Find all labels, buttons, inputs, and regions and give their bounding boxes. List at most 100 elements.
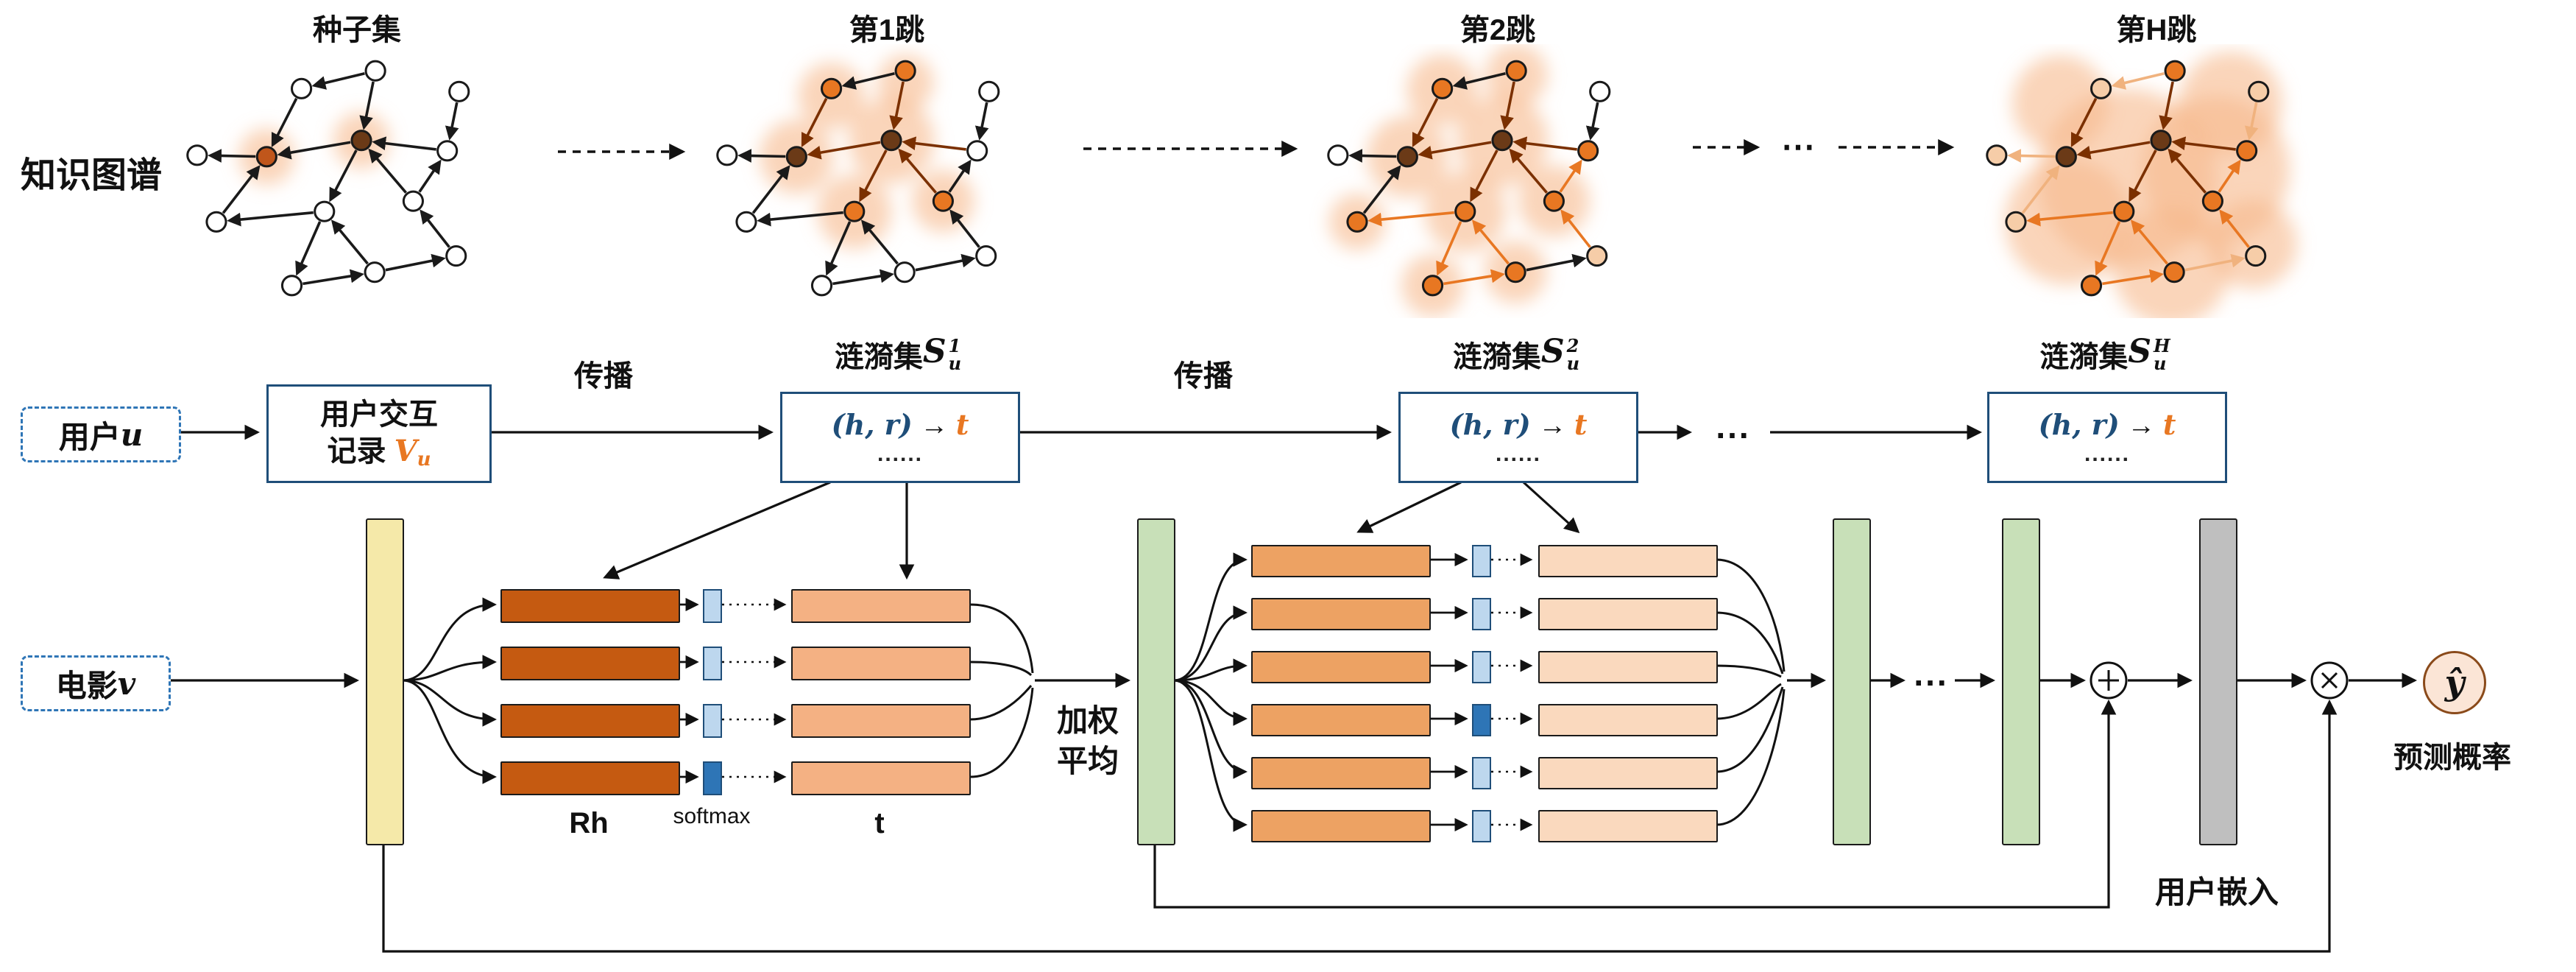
hop1-t-vector [791, 761, 971, 795]
hop1-softmax-arrows [680, 597, 699, 784]
weighted-average-line1: 加权 [1056, 703, 1119, 738]
prediction-label: 预测概率 [2393, 742, 2511, 774]
kg-ellipsis: ⋯ [1781, 127, 1815, 166]
ripple2-sup: 2 [1566, 335, 1579, 356]
hop2-softmax-bar [1472, 651, 1491, 683]
hop1-t-vector [791, 704, 971, 738]
ripple3-prefix: 涟漪集 [2039, 341, 2129, 373]
triple3-arrow: → [2119, 410, 2163, 442]
hop1-output-bar [1137, 518, 1175, 845]
ripple1-var: S [922, 333, 946, 370]
hop2-softmax-bar [1472, 704, 1491, 736]
hop1-softmax-bar [703, 589, 722, 623]
hop2-output-bar [1833, 518, 1871, 845]
triple3-hr: (h, r) [2038, 408, 2120, 442]
triple1-hr: (h, r) [831, 408, 913, 442]
times-operator [2310, 661, 2349, 700]
item-embedding-fanout [402, 597, 497, 784]
ripple-set-box-2: (h, r) → t ...... [1398, 392, 1638, 483]
kg-panel-hopH-label: 第H跳 [2116, 14, 2197, 46]
kg-title: 知识图谱 [21, 156, 163, 195]
hop2-softmax-arrows [1431, 552, 1468, 832]
movie-var: v [117, 665, 136, 702]
record-prefix: 记录 [327, 434, 394, 468]
ripple3-sub: u [2154, 353, 2167, 374]
hop1-weight-dotted-arrows [722, 598, 787, 783]
hop1-t-vector [791, 589, 971, 623]
user-node-box: 用户 u [21, 406, 181, 462]
interaction-record-box: 用户交互 记录 Vu [266, 384, 492, 483]
user-var: u [120, 416, 144, 453]
kg-panel-hop1-label: 第1跳 [849, 14, 925, 46]
record-var-sub: u [417, 448, 431, 471]
triple1-dots: ...... [877, 441, 923, 466]
triple-3: (h, r) → t [2039, 409, 2176, 442]
ripple-to-block-arrows [603, 481, 1580, 580]
hop2-softmax-bar [1472, 757, 1491, 789]
rh-label: Rh [569, 807, 609, 839]
hop2-t-vector [1538, 704, 1718, 736]
ripple2-prefix: 涟漪集 [1452, 341, 1541, 373]
hop1-softmax-bar [703, 647, 722, 680]
y-hat: ŷ [2444, 663, 2465, 702]
ripple3-sup: H [2154, 335, 2170, 356]
hop2-rh-vector [1251, 704, 1431, 736]
softmax-label: softmax [673, 804, 751, 828]
user-embedding-label: 用户嵌入 [2154, 875, 2279, 909]
hop1-output-fanout [1173, 552, 1248, 832]
hop2-softmax-bar [1472, 598, 1491, 630]
hop2-t-vector [1538, 810, 1718, 842]
triple2-hr: (h, r) [1449, 408, 1531, 442]
hops-ellipsis: ... [1914, 655, 1949, 693]
hop2-t-vector [1538, 651, 1718, 683]
hop2-softmax-bar [1472, 810, 1491, 842]
hop1-gather-bracket [969, 603, 1034, 778]
weighted-average-line2: 平均 [1056, 743, 1119, 778]
hop2-rh-vector [1251, 757, 1431, 789]
hop1-rh-vector [500, 704, 680, 738]
hop1-t-vector [791, 647, 971, 680]
movie-label: 电影 [55, 668, 118, 703]
hop2-gather-bracket [1716, 558, 1786, 826]
interaction-record-line1: 用户交互 [320, 398, 438, 431]
triple1-t: t [955, 408, 969, 442]
triple1-arrow: → [912, 410, 956, 442]
ripple-row-ellipsis: ... [1716, 407, 1751, 446]
interaction-record-line2: 记录 Vu [327, 433, 431, 472]
propagate-label-1: 传播 [574, 360, 633, 392]
kg-panel-hopH: 第H跳 [1965, 6, 2348, 326]
hop1-rh-vector [500, 761, 680, 795]
kg-graph-hop2 [1306, 44, 1689, 318]
hop2-rh-vector [1251, 651, 1431, 683]
prediction-circle: ŷ [2423, 651, 2486, 714]
ripple1-prefix: 涟漪集 [834, 341, 923, 373]
triple3-t: t [2162, 408, 2176, 442]
hop1-softmax-bar [703, 761, 722, 795]
ripple1-sup: 1 [948, 335, 961, 356]
kg-graph-seed [166, 44, 548, 318]
user-embedding-bar [2199, 518, 2237, 845]
kg-graph-hop1 [696, 44, 1078, 318]
ripple1-sub: u [948, 353, 962, 374]
triple3-dots: ...... [2084, 441, 2130, 466]
record-var: V [394, 433, 417, 468]
plus-operator [2090, 661, 2128, 700]
weighted-average-label: 加权 平均 [1036, 701, 1139, 781]
ripple3-var: S [2128, 333, 2152, 370]
kg-panel-hop2-label: 第2跳 [1459, 14, 1536, 46]
ripple-set-box-3: (h, r) → t ...... [1987, 392, 2227, 483]
hop1-rh-vector [500, 589, 680, 623]
hop2-rh-vector [1251, 598, 1431, 630]
ripple2-sub: u [1566, 353, 1580, 374]
triple-1: (h, r) → t [832, 409, 969, 442]
hop2-t-vector [1538, 757, 1718, 789]
kg-panel-seed: 种子集 [166, 6, 548, 323]
item-embedding-bar [366, 518, 404, 845]
hop1-softmax-bar [703, 704, 722, 738]
kg-graph-hopH [1965, 44, 2348, 326]
hop2-rh-vector [1251, 810, 1431, 842]
